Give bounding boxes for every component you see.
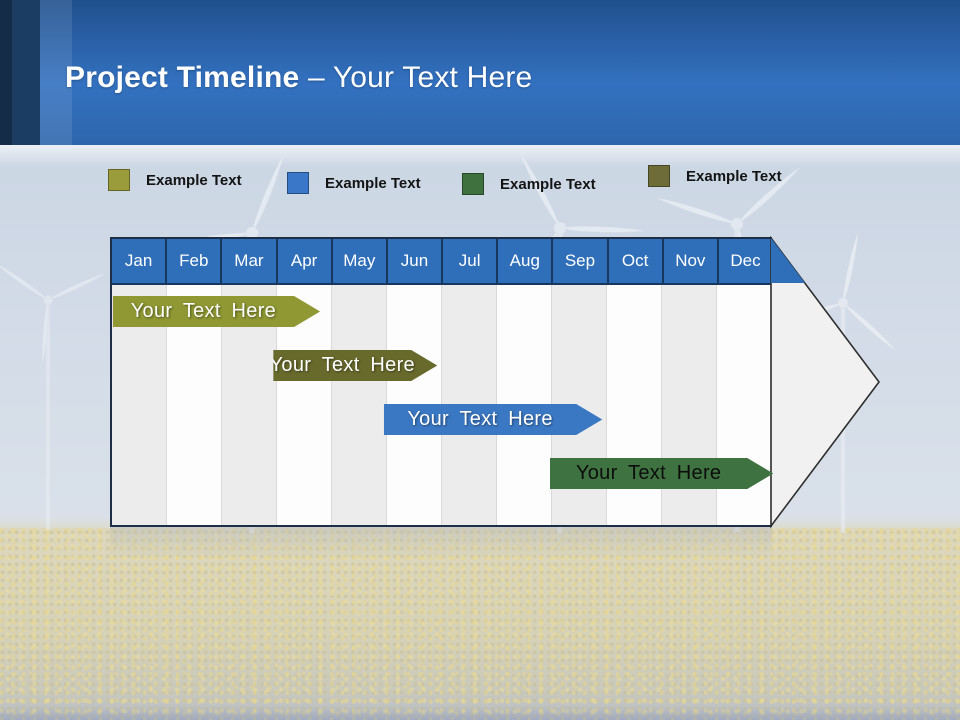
legend-item: Example Text xyxy=(648,164,782,188)
legend-label: Example Text xyxy=(146,171,242,189)
month-cell-feb: Feb xyxy=(167,239,223,283)
month-cell-apr: Apr xyxy=(277,239,333,283)
month-cell-dec: Dec xyxy=(718,239,773,283)
legend-item: Example Text xyxy=(462,172,596,196)
legend-label: Example Text xyxy=(686,167,782,185)
month-cell-jan: Jan xyxy=(112,239,168,283)
header-fade xyxy=(0,145,960,167)
task-bar: Your Text Here xyxy=(273,350,437,381)
field-background xyxy=(0,528,960,720)
legend-item: Example Text xyxy=(287,171,421,195)
legend-label: Example Text xyxy=(500,175,596,193)
month-cell-oct: Oct xyxy=(608,239,664,283)
legend-swatch xyxy=(648,165,670,187)
month-cell-jul: Jul xyxy=(443,239,499,283)
left-accent-stripe-dark xyxy=(0,0,12,145)
legend-swatch xyxy=(287,172,309,194)
table-reflection xyxy=(110,525,772,559)
left-accent-stripe-light xyxy=(40,0,72,145)
legend-label: Example Text xyxy=(325,174,421,192)
timeline-arrowhead xyxy=(770,236,880,528)
slide-title-main: Project Timeline xyxy=(65,61,300,94)
legend-swatch xyxy=(462,173,484,195)
month-cell-nov: Nov xyxy=(663,239,719,283)
task-bar: Your Text Here xyxy=(384,404,602,435)
title-band: Project Timeline – Your Text Here xyxy=(0,0,960,145)
bottom-blue-cast xyxy=(0,706,960,720)
legend-item: Example Text xyxy=(108,168,242,192)
month-cell-mar: Mar xyxy=(222,239,278,283)
slide-title-suffix: – Your Text Here xyxy=(307,61,533,94)
month-cell-sep: Sep xyxy=(553,239,609,283)
wind-turbine xyxy=(0,222,129,531)
task-bar: Your Text Here xyxy=(550,458,773,489)
legend-swatch xyxy=(108,169,130,191)
slide-title: Project Timeline – Your Text Here xyxy=(65,61,532,95)
month-cell-aug: Aug xyxy=(498,239,554,283)
task-bar: Your Text Here xyxy=(113,296,320,327)
left-accent-stripe-medium xyxy=(12,0,40,145)
month-cell-may: May xyxy=(332,239,388,283)
month-cell-jun: Jun xyxy=(387,239,444,283)
